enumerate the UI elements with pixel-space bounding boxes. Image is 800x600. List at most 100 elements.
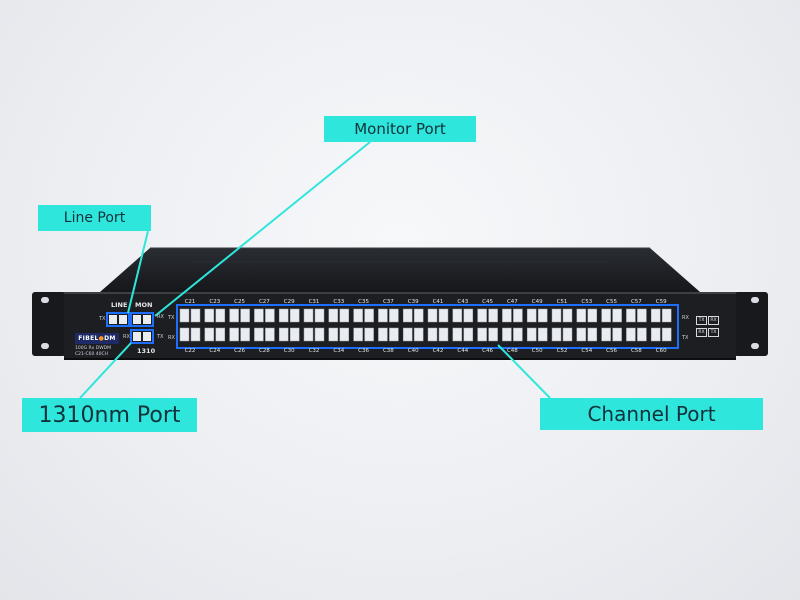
- mon-label: MON: [135, 301, 153, 309]
- channel-port-C53-b: [587, 308, 598, 323]
- channel-label-C23: C23: [209, 299, 221, 305]
- channel-port-C49-a: [526, 308, 537, 323]
- channel-port-C25-a: [229, 308, 239, 323]
- channel-port-C53-a: [576, 308, 587, 323]
- channel-port-leader: [497, 344, 551, 399]
- channel-port-C46-b: [488, 327, 498, 342]
- brand-logo-mark: ●: [98, 335, 105, 342]
- model-line-1: 100G Rx DWDM: [75, 346, 111, 351]
- channel-port-C23-a: [204, 308, 215, 323]
- tx-indicator-1: TX: [696, 316, 707, 325]
- channel-port-C30-a: [278, 327, 289, 342]
- channel-label-C56: C56: [606, 348, 618, 354]
- port-1310-callout: 1310nm Port: [22, 398, 197, 432]
- channel-label-C51: C51: [556, 299, 568, 305]
- channel-label-C52: C52: [556, 348, 568, 354]
- channel-port-C35-a: [353, 308, 363, 323]
- channel-label-C25: C25: [234, 299, 246, 305]
- channel-label-C54: C54: [581, 348, 593, 354]
- channel-port-C22-b: [190, 327, 201, 342]
- channel-port-C28-b: [265, 327, 275, 342]
- channel-label-C60: C60: [655, 348, 667, 354]
- channel-port-C37-a: [378, 308, 388, 323]
- channel-label-C21: C21: [184, 299, 196, 305]
- rx-indicator-1: RX: [708, 316, 719, 325]
- channel-port-C38-a: [378, 327, 388, 342]
- channel-port-C27-a: [254, 308, 264, 323]
- channel-port-C52-a: [551, 327, 562, 342]
- channel-port-C59-a: [650, 308, 661, 323]
- channel-label-C50: C50: [531, 348, 543, 354]
- channel-label-C33: C33: [333, 299, 345, 305]
- channel-port-C59-b: [661, 308, 672, 323]
- channel-port-C32-a: [303, 327, 314, 342]
- channel-port-C33-b: [339, 308, 350, 323]
- channel-port-C46-a: [477, 327, 487, 342]
- channel-label-C40: C40: [407, 348, 419, 354]
- channel-port-C60-a: [650, 327, 661, 342]
- channel-port-C21-b: [190, 308, 201, 323]
- channel-label-C47: C47: [506, 299, 518, 305]
- channel-port-C39-b: [413, 308, 424, 323]
- channel-label-C42: C42: [432, 348, 444, 354]
- channel-port-C45-a: [477, 308, 487, 323]
- channel-port-C44-b: [463, 327, 474, 342]
- channel-port-C56-b: [612, 327, 622, 342]
- channel-label-C43: C43: [457, 299, 469, 305]
- channel-port-C26-b: [240, 327, 250, 342]
- channel-label-C34: C34: [333, 348, 345, 354]
- brand-logo: FIBEL ● DM: [75, 333, 119, 344]
- channel-port-C47-b: [513, 308, 523, 323]
- channel-port-C56-a: [601, 327, 611, 342]
- channel-label-C29: C29: [283, 299, 295, 305]
- left-rack-ear: [32, 292, 66, 356]
- channel-label-C58: C58: [630, 348, 642, 354]
- channel-label-C22: C22: [184, 348, 196, 354]
- channel-port-C31-a: [303, 308, 314, 323]
- line-port-callout: Line Port: [38, 205, 151, 231]
- monitor-port-group: [130, 312, 154, 327]
- channel-port-C42-a: [427, 327, 438, 342]
- channel-port-C43-a: [452, 308, 463, 323]
- channel-port-C38-b: [389, 327, 399, 342]
- channel-port-C30-b: [289, 327, 300, 342]
- channel-port-C25-b: [240, 308, 250, 323]
- monitor-port-callout: Monitor Port: [324, 116, 476, 142]
- channel-port-C57-a: [626, 308, 636, 323]
- channel-port-C41-b: [438, 308, 449, 323]
- channel-port-C51-a: [551, 308, 562, 323]
- channel-label-C48: C48: [506, 348, 518, 354]
- monitor-port-leader: [154, 141, 371, 317]
- channel-label-C49: C49: [531, 299, 543, 305]
- line-label: LINE: [111, 301, 128, 309]
- channel-port-C22-a: [179, 327, 190, 342]
- port-1310-group: [130, 329, 154, 344]
- channel-label-C46: C46: [482, 348, 494, 354]
- rx-label-1310: RX: [123, 334, 130, 340]
- channel-port-C29-b: [289, 308, 300, 323]
- chassis-top: [100, 248, 700, 292]
- channel-port-C37-b: [389, 308, 399, 323]
- channel-port-C28-a: [254, 327, 264, 342]
- tx-label-chan: TX: [168, 315, 175, 321]
- channel-label-C59: C59: [655, 299, 667, 305]
- channel-label-C31: C31: [308, 299, 320, 305]
- channel-label-C53: C53: [581, 299, 593, 305]
- channel-port-C40-a: [402, 327, 413, 342]
- channel-port-C31-b: [314, 308, 325, 323]
- channel-port-C32-b: [314, 327, 325, 342]
- rx-label-chan: RX: [168, 335, 175, 341]
- channel-port-C47-a: [502, 308, 512, 323]
- rx-label-mon: RX: [157, 314, 164, 320]
- channel-port-C58-a: [626, 327, 636, 342]
- channel-port-C41-a: [427, 308, 438, 323]
- channel-port-C34-b: [339, 327, 350, 342]
- channel-port-C23-b: [215, 308, 226, 323]
- channel-label-C27: C27: [258, 299, 270, 305]
- channel-port-C55-b: [612, 308, 622, 323]
- channel-port-C40-b: [413, 327, 424, 342]
- channel-port-C48-b: [513, 327, 523, 342]
- channel-port-C24-b: [215, 327, 226, 342]
- channel-port-C55-a: [601, 308, 611, 323]
